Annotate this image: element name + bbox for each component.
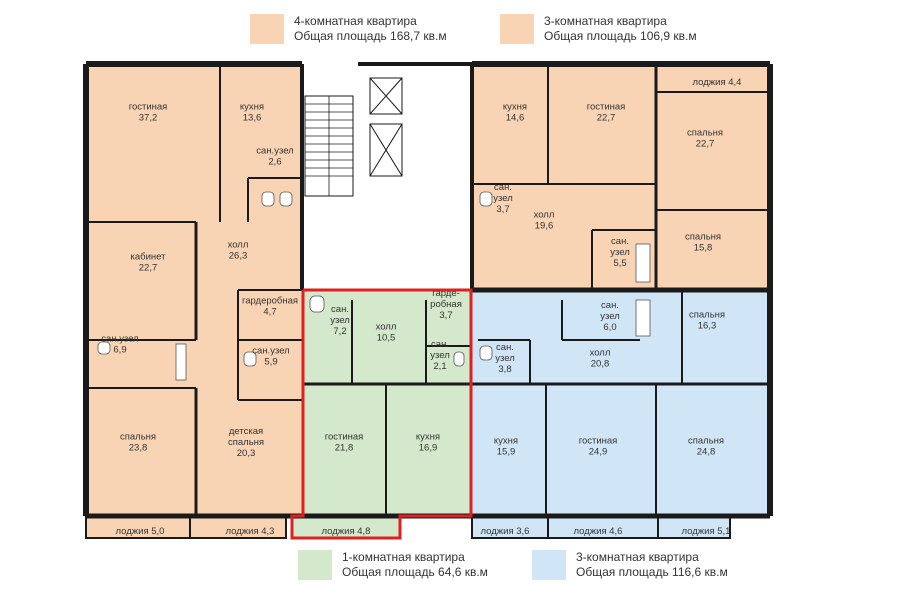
legend-swatch-1-room [298, 550, 332, 580]
apartment-4-room-fill [86, 64, 302, 538]
legend-swatch-3-room-a [500, 14, 534, 44]
room-label-c3-loggia1: лоджия 3,6 [481, 526, 530, 537]
legend-area: Общая площадь 116,6 кв.м [576, 565, 728, 579]
legend-title: 4-комнатная квартира [294, 14, 417, 28]
legend-area: Общая площадь 106,9 кв.м [544, 29, 697, 43]
elevator-shaft-1 [369, 77, 403, 115]
room-label-a4-loggia2: лоджия 4,3 [226, 526, 275, 537]
stair-steps [305, 96, 353, 196]
apartment-3-room-b-fill [472, 290, 770, 538]
room-label-c3-loggia3: лоджия 5,1 [682, 526, 731, 537]
room-label-a1-loggia: лоджия 4,8 [322, 526, 371, 537]
legend-title: 1-комнатная квартира [342, 550, 465, 564]
legend-title: 3-комнатная квартира [576, 550, 699, 564]
legend-area: Общая площадь 64,6 кв.м [342, 565, 488, 579]
room-label-a4-loggia1: лоджия 5,0 [116, 526, 165, 537]
legend-area: Общая площадь 168,7 кв.м [294, 29, 447, 43]
room-label-c3-loggia2: лоджия 4,6 [574, 526, 623, 537]
walls [83, 61, 773, 539]
room-label-b3-loggia: лоджия 4,4 [693, 77, 742, 88]
apartment-3-room-a-fill [472, 64, 770, 290]
fixtures [97, 191, 651, 381]
legend-title: 3-комнатная квартира [544, 14, 667, 28]
stair-core [304, 77, 403, 197]
legend-swatch-3-room-b [532, 550, 566, 580]
elevator-shaft-2 [369, 123, 403, 177]
highlight-border-1-room [290, 288, 473, 540]
legend-swatch-4-room [250, 14, 284, 44]
